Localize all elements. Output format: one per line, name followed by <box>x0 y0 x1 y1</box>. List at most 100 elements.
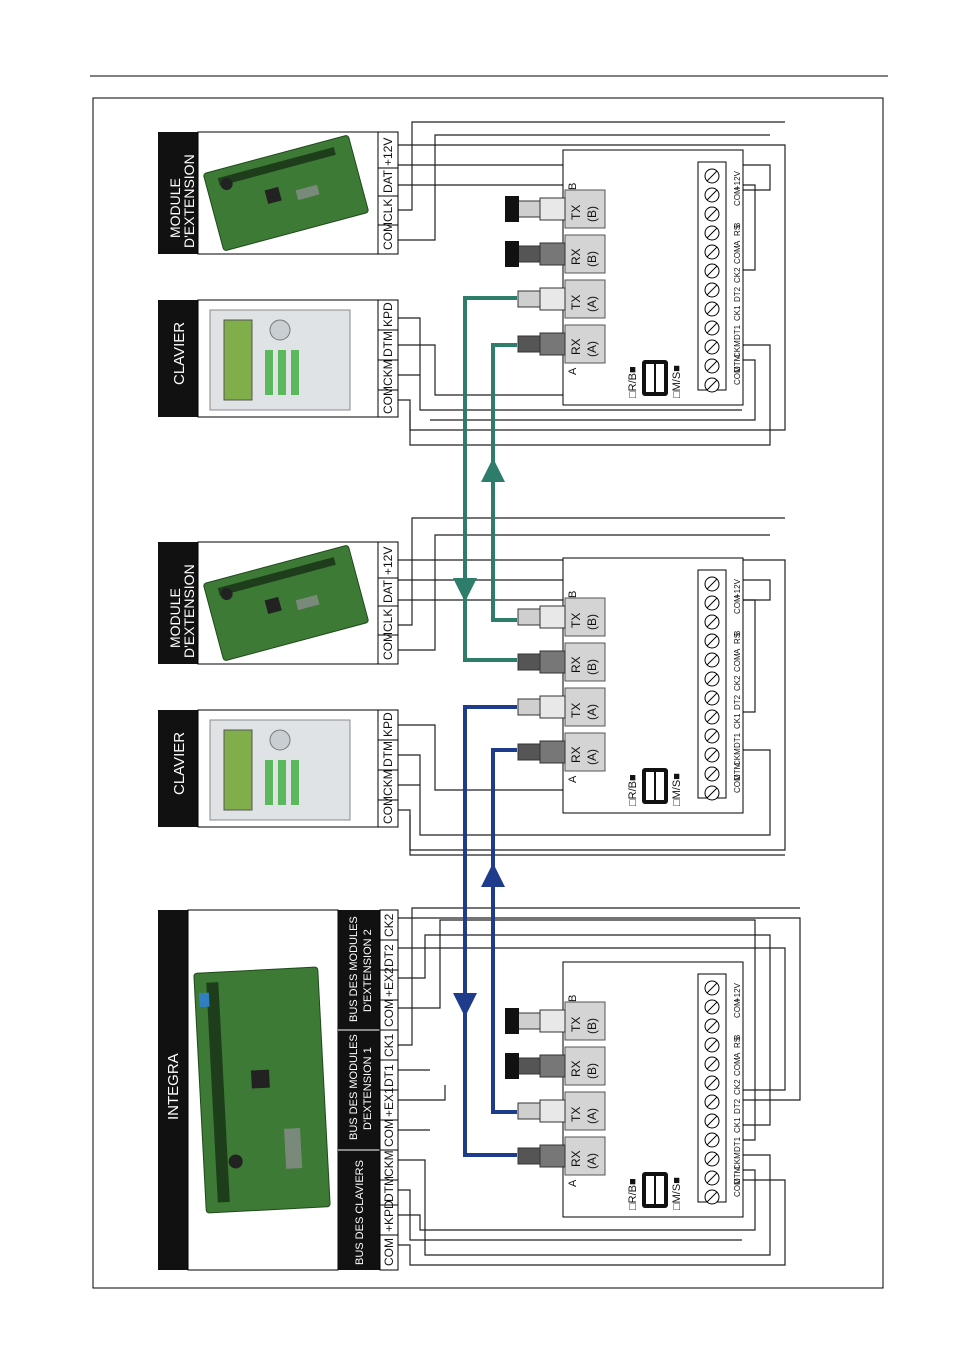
port-label: TX <box>569 613 583 628</box>
jumper-pin <box>646 1176 654 1204</box>
screw-slot <box>706 616 718 628</box>
fiber-plug <box>539 605 566 629</box>
terminal-kpd: KPD <box>381 302 395 327</box>
terminal-label: CKM <box>733 1152 742 1170</box>
port-label: RX <box>569 656 583 673</box>
fiber-port <box>564 324 606 364</box>
terminal-ckm: CKM <box>381 769 395 796</box>
port-label: TX <box>569 205 583 220</box>
port-channel: (A) <box>585 1153 599 1169</box>
terminal-com: COM <box>381 222 395 250</box>
expander-board-image <box>203 545 369 661</box>
screw-slot <box>706 1153 718 1165</box>
keypad-title: CLAVIER <box>171 322 188 385</box>
fiber-plug-body <box>517 743 541 761</box>
screw-slot <box>706 1134 718 1146</box>
keypad-image <box>209 719 351 821</box>
fiber-port <box>564 1001 606 1041</box>
fiber-plug <box>539 1099 566 1123</box>
fiber-plug <box>539 650 566 674</box>
port-label: RX <box>569 746 583 763</box>
terminal-label: DT2 <box>733 1098 742 1114</box>
terminal-label: CK2 <box>733 1079 742 1095</box>
fiber-plug <box>539 695 566 719</box>
fiber-plug-body <box>517 1057 541 1075</box>
fiber-port <box>564 732 606 772</box>
terminal-dtm: DTM <box>382 1176 396 1202</box>
screw-slot <box>706 322 718 334</box>
terminal-dtm: DTM <box>381 741 395 767</box>
fiber-plug <box>539 1054 566 1078</box>
terminal-label: CKM <box>733 748 742 766</box>
terminal-label: A <box>733 1052 742 1058</box>
terminal-label: DT1 <box>733 732 742 748</box>
fiber-port <box>564 234 606 274</box>
screw-slot <box>706 635 718 647</box>
fiber-plug-body <box>517 698 541 716</box>
screw-slot <box>706 1115 718 1127</box>
terminal-label: DT1 <box>733 1136 742 1152</box>
terminal-label: B <box>733 223 742 228</box>
fiber-converter: RX(A)TX(A)RX(B)TX(B)AB□R/B■□M/S■COMDTMCK… <box>517 557 744 814</box>
terminal-label: COM <box>733 366 742 385</box>
terminal-ck1: CK1 <box>382 1033 396 1057</box>
screw-slot <box>706 379 718 391</box>
terminal-label: DT1 <box>733 324 742 340</box>
jumper-block <box>642 768 668 804</box>
terminal-ckm: CKM <box>382 1150 396 1177</box>
screw-slot <box>706 1020 718 1032</box>
module-title: MODULE <box>167 588 183 648</box>
terminal-com: COM <box>381 632 395 660</box>
fiber-converter: RX(A)TX(A)RX(B)TX(B)AB□R/B■□M/S■COMDTMCK… <box>505 961 744 1218</box>
screw-slot <box>706 749 718 761</box>
jumper-pin <box>656 1176 664 1204</box>
side-b-label: B <box>567 995 579 1002</box>
fiber-plug-body <box>517 653 541 671</box>
terminal-label: CK1 <box>733 713 742 729</box>
fiber-plug-body <box>517 1102 541 1120</box>
fiber-port <box>564 1046 606 1086</box>
terminal-dt1: DT1 <box>382 1064 396 1087</box>
terminal-ex1: +EX1 <box>382 1087 396 1117</box>
integra-title: INTEGRA <box>165 1053 182 1120</box>
fiber-link-green <box>453 296 517 662</box>
screw-slot <box>706 246 718 258</box>
screw-slot <box>706 1058 718 1070</box>
screw-slot <box>706 982 718 994</box>
fiber-port <box>564 279 606 319</box>
screw-slot <box>706 170 718 182</box>
jumper-block <box>642 360 668 396</box>
port-channel: (A) <box>585 341 599 357</box>
terminal-label: COM <box>733 999 742 1018</box>
fiber-plug-body <box>517 608 541 626</box>
jumper-pin <box>646 364 654 392</box>
port-label: RX <box>569 1150 583 1167</box>
port-label: TX <box>569 295 583 310</box>
terminal-com: COM <box>382 1238 396 1266</box>
keypad-top: CLAVIER COM CKM DTM KPD <box>158 299 399 418</box>
terminal-dat: DAT <box>381 169 395 193</box>
fiber-plug-cap <box>505 241 519 267</box>
terminal-com: COM <box>381 386 395 414</box>
port-label: RX <box>569 338 583 355</box>
fiber-port <box>564 1091 606 1131</box>
terminal-label: DTM <box>733 354 742 372</box>
terminal-label: +12V <box>733 578 742 598</box>
screw-slot <box>706 578 718 590</box>
port-channel: (A) <box>585 704 599 720</box>
terminal-ck2: CK2 <box>382 913 396 937</box>
fiber-plug-body <box>517 1012 541 1030</box>
terminal-kpd: +KPD <box>382 1200 396 1232</box>
jumper-ms-label: □M/S■ <box>671 773 683 806</box>
terminal-label: DT2 <box>733 286 742 302</box>
port-channel: (B) <box>585 614 599 630</box>
screw-slot <box>706 1039 718 1051</box>
side-a-label: A <box>567 775 579 783</box>
terminal-com: COM <box>381 796 395 824</box>
screw-slot <box>706 208 718 220</box>
port-channel: (B) <box>585 1063 599 1079</box>
terminal-label: CK2 <box>733 267 742 283</box>
terminal-label: CKM <box>733 340 742 358</box>
fiber-plug-body <box>517 200 541 218</box>
